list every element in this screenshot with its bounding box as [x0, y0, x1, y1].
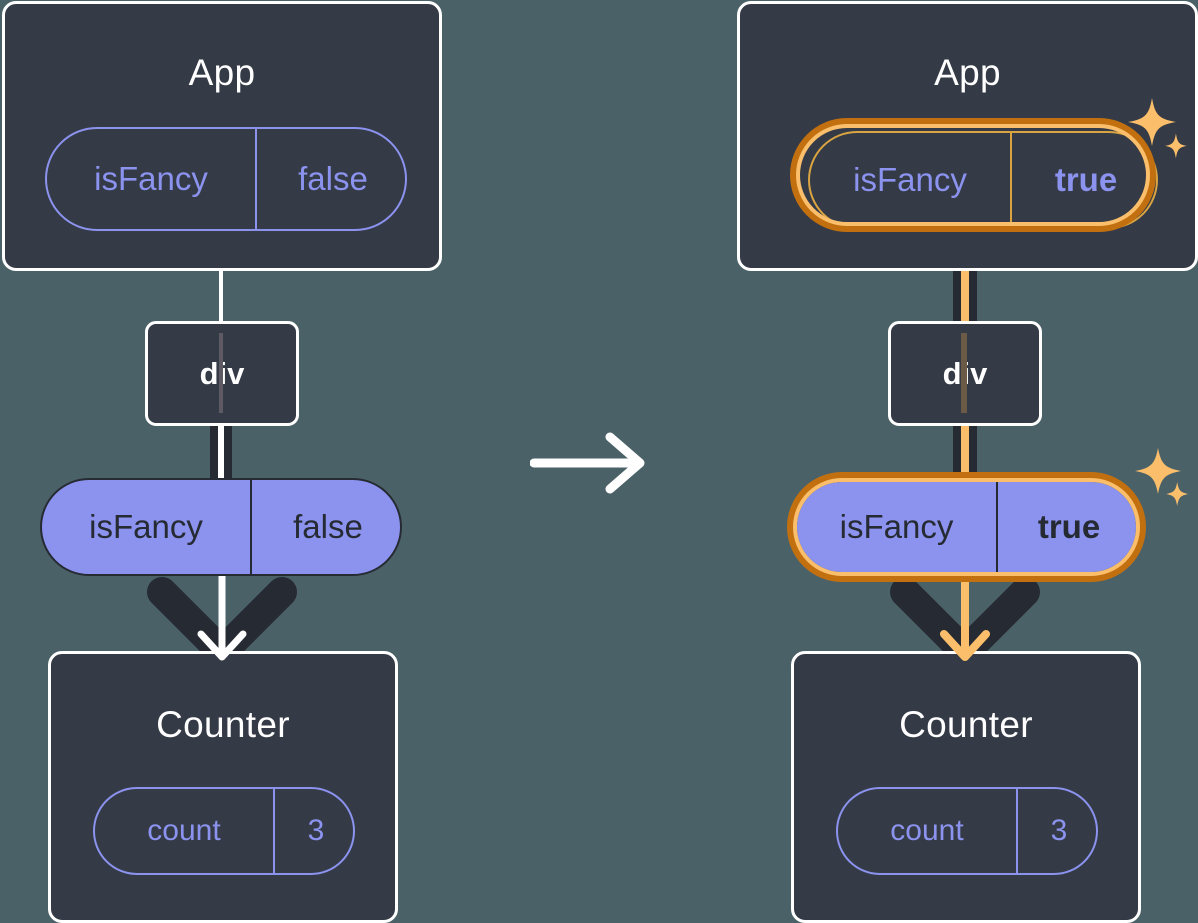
counter-card-right: Counter count 3 [791, 651, 1141, 923]
app-state-pill-key-left: isFancy [94, 160, 208, 197]
counter-state-pill-value-left: 3 [273, 789, 357, 873]
counter-card-title-left: Counter [156, 704, 290, 745]
counter-state-pill-left[interactable]: count 3 [93, 787, 355, 875]
sparkle-icon [1165, 133, 1187, 159]
div-inner-line-right [961, 333, 967, 413]
prop-pill-value-left: false [250, 480, 404, 574]
sparkle-icon [1166, 482, 1189, 506]
counter-state-pill-value-right: 3 [1016, 789, 1100, 873]
div-inner-line-left [219, 333, 223, 413]
app-card-left: App isFancy false [2, 1, 442, 271]
prop-pill-value-right: true [996, 482, 1140, 572]
prop-pill-right[interactable]: isFancy true [795, 480, 1138, 574]
connector-div-to-pill-left-core [218, 424, 224, 486]
sparkles-app-right [1126, 96, 1192, 178]
flow-arrow-left [182, 560, 262, 672]
app-state-pill-key-right: isFancy [853, 161, 967, 198]
counter-card-title-right: Counter [899, 704, 1033, 745]
app-state-pill-value-right: true [1010, 133, 1160, 227]
prop-pill-left[interactable]: isFancy false [40, 478, 402, 576]
app-state-pill-right[interactable]: isFancy true [808, 131, 1158, 229]
prop-pill-key-right: isFancy [839, 508, 954, 545]
sparkle-icon [1135, 448, 1181, 494]
counter-card-left: Counter count 3 [48, 651, 398, 923]
counter-state-pill-key-right: count [890, 814, 964, 847]
connector-app-to-div-left [219, 268, 223, 322]
counter-state-pill-right[interactable]: count 3 [836, 787, 1098, 875]
sparkle-icon [1128, 98, 1176, 146]
counter-state-pill-key-left: count [147, 814, 221, 847]
sparkles-prop-right [1134, 446, 1196, 524]
connector-app-to-div-right-core [961, 228, 969, 325]
app-card-title-left: App [188, 52, 256, 93]
flow-arrow-right [925, 560, 1005, 672]
arrow-right-icon [529, 432, 645, 494]
app-state-pill-value-left: false [255, 129, 409, 229]
prop-pill-key-left: isFancy [89, 508, 203, 545]
app-card-title-right: App [934, 52, 1001, 93]
app-state-pill-left[interactable]: isFancy false [45, 127, 407, 231]
transition-arrow [529, 430, 650, 496]
connector-div-to-pill-right-core [961, 424, 969, 486]
